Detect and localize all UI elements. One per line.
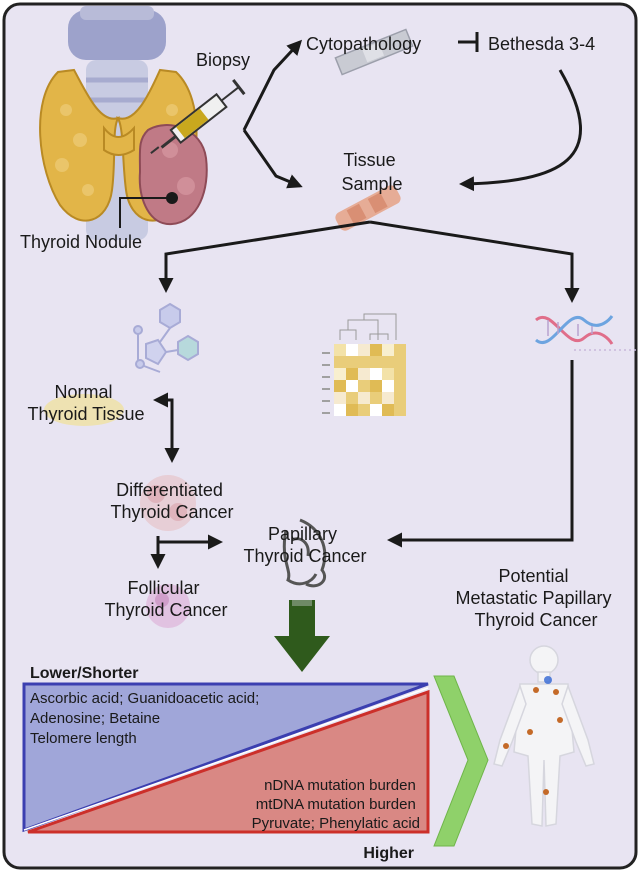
dna-to-papillary-arrow <box>387 360 574 548</box>
metastatic-label: Potential Metastatic Papillary Thyroid C… <box>455 566 616 630</box>
higher-triangle <box>27 689 430 834</box>
higher-title: Higher <box>363 845 414 862</box>
heatmap-cell <box>358 344 370 356</box>
heatmap-icon <box>322 313 406 416</box>
heatmap-cell <box>370 344 382 356</box>
thyroid-nodule-label: Thyroid Nodule <box>20 232 142 252</box>
inhibition-connector <box>458 32 479 52</box>
cell-icon <box>140 475 196 531</box>
dna-icon <box>535 315 636 351</box>
chevron-icon <box>433 675 489 847</box>
cytopathology-label: Cytopathology <box>306 34 421 54</box>
heatmap-cell <box>382 356 394 368</box>
lower-title: Lower/Shorter <box>30 665 138 682</box>
heatmap-cell <box>346 380 358 392</box>
down-arrow-icon <box>274 600 330 672</box>
heatmap-cell <box>394 380 406 392</box>
heatmap-cell <box>346 392 358 404</box>
heatmap-grid <box>334 344 406 416</box>
slide-icon <box>334 28 414 76</box>
heatmap-cell <box>358 392 370 404</box>
heatmap-cell <box>370 392 382 404</box>
heatmap-cell <box>346 356 358 368</box>
heatmap-cell <box>346 368 358 380</box>
tissue-sample-label: Tissue Sample <box>341 150 402 194</box>
heatmap-cell <box>358 368 370 380</box>
differentiated-label: Differentiated Thyroid Cancer <box>110 480 233 522</box>
heatmap-cell <box>382 368 394 380</box>
metastasis-spots <box>503 676 563 795</box>
papillary-cell-icon <box>282 518 327 588</box>
heatmap-cell <box>346 404 358 416</box>
heatmap-cell <box>382 392 394 404</box>
heatmap-cell <box>394 368 406 380</box>
heatmap-cell <box>334 368 346 380</box>
bethesda-label: Bethesda 3-4 <box>488 34 595 54</box>
heatmap-cell <box>370 404 382 416</box>
heatmap-cell <box>382 404 394 416</box>
heatmap-cell <box>358 356 370 368</box>
heatmap-cell <box>334 380 346 392</box>
follicular-cell-icon <box>146 584 190 628</box>
heatmap-cell <box>394 392 406 404</box>
follicular-label: Follicular Thyroid Cancer <box>104 578 227 620</box>
heatmap-cell <box>334 344 346 356</box>
heatmap-cell <box>382 344 394 356</box>
heatmap-cell <box>346 344 358 356</box>
heatmap-cell <box>370 380 382 392</box>
heatmap-cell <box>370 356 382 368</box>
normal-tissue-label: Normal Thyroid Tissue <box>27 382 144 424</box>
heatmap-cell <box>358 380 370 392</box>
biopsy-fork-arrows <box>242 39 303 189</box>
heatmap-cell <box>358 404 370 416</box>
heatmap-cell <box>394 344 406 356</box>
lower-items: Ascorbic acid; Guanidoacetic acid; Adeno… <box>30 690 263 747</box>
normal-differentiated-arrow <box>153 392 180 463</box>
thyroid-gland-icon <box>39 6 208 240</box>
lower-triangle <box>22 682 429 833</box>
heatmap-cell <box>334 392 346 404</box>
molecule-icon <box>133 302 199 373</box>
papillary-label: Papillary Thyroid Cancer <box>243 524 366 566</box>
normal-tissue-icon <box>44 394 124 426</box>
split-arrows <box>158 220 580 303</box>
differentiated-branch-arrows <box>150 534 223 569</box>
bethesda-to-tissue-arrow <box>459 69 582 192</box>
heatmap-cell <box>394 356 406 368</box>
heatmap-cell <box>370 368 382 380</box>
tissue-sample-icon <box>335 185 401 231</box>
biopsy-label: Biopsy <box>196 50 250 70</box>
comparison-panel <box>22 682 430 834</box>
heatmap-cell <box>382 380 394 392</box>
syringe-icon <box>150 79 246 155</box>
heatmap-cell <box>334 404 346 416</box>
higher-items: nDNA mutation burden mtDNA mutation burd… <box>252 777 420 832</box>
heatmap-cell <box>334 356 346 368</box>
heatmap-cell <box>394 404 406 416</box>
